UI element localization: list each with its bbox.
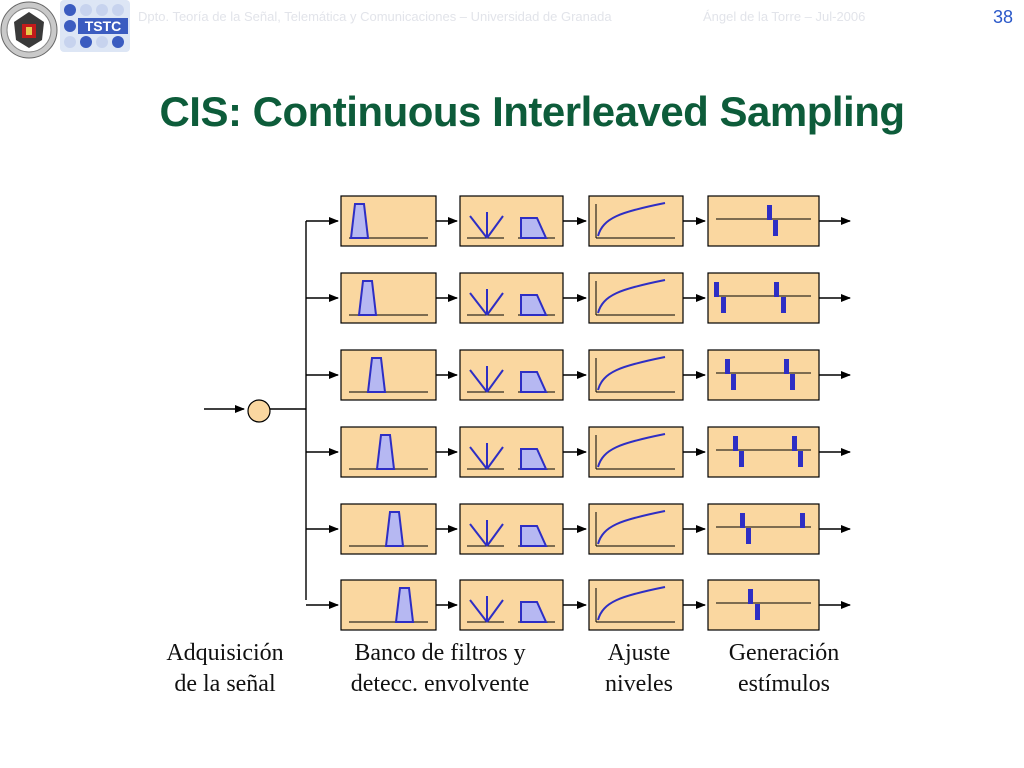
rectifier-symbol	[469, 446, 488, 470]
stimulus-box	[707, 503, 820, 555]
caption-generacion-estimulos: Generación estímulos	[709, 638, 859, 700]
caption-banco-filtros: Banco de filtros y detecc. envolvente	[320, 638, 560, 700]
caption-adquisicion-line1: Adquisición	[166, 640, 284, 666]
university-seal-logo	[0, 0, 58, 60]
rectifier-symbol	[486, 446, 504, 470]
bandpass-filter-shape	[384, 511, 405, 547]
rectifier-symbol	[469, 369, 488, 393]
rectifier-symbol	[469, 523, 488, 547]
bandpass-filter-shape	[349, 203, 370, 239]
tstc-logo-text: TSTC	[85, 18, 122, 34]
lowpass-filter-shape	[520, 217, 548, 239]
compression-curve	[597, 202, 666, 237]
bandpass-filter-shape	[394, 587, 415, 623]
stimulus-pulse	[792, 436, 797, 451]
caption-ajuste-niveles: Ajuste niveles	[579, 638, 699, 700]
stimulus-pulse	[714, 282, 719, 297]
stimulus-pulse	[800, 513, 805, 528]
rectifier-symbol	[469, 292, 488, 316]
compression-curve	[597, 433, 666, 468]
slide-title: CIS: Continuous Interleaved Sampling	[159, 88, 905, 135]
header-department: Dpto. Teoría de la Señal, Telemática y C…	[138, 9, 612, 24]
lowpass-filter-shape	[520, 294, 548, 316]
lowpass-filter-shape	[520, 371, 548, 393]
tstc-logo: TSTC	[60, 0, 130, 52]
stimulus-pulse	[790, 374, 795, 390]
caption-ajuste-niveles-line2: niveles	[605, 671, 673, 697]
stimulus-pulse	[740, 513, 745, 528]
stimulus-box	[707, 195, 820, 247]
stimulus-pulse	[739, 451, 744, 467]
caption-ajuste-niveles-line1: Ajuste	[607, 640, 671, 666]
stimulus-pulse	[748, 589, 753, 604]
stimulus-pulse	[774, 282, 779, 297]
stimulus-box	[707, 579, 820, 631]
lowpass-filter-shape	[520, 448, 548, 470]
compression-curve	[597, 510, 666, 545]
stimulus-pulse	[784, 359, 789, 374]
rectifier-symbol	[486, 599, 504, 623]
stimulus-pulse	[721, 297, 726, 313]
rectifier-symbol	[486, 523, 504, 547]
rectifier-symbol	[469, 215, 488, 239]
page-number: 38	[992, 7, 1013, 27]
stimulus-pulse	[773, 220, 778, 236]
rectifier-symbol	[486, 292, 504, 316]
stimulus-pulse	[798, 451, 803, 467]
bandpass-filter-shape	[357, 280, 378, 316]
rectifier-symbol	[469, 599, 488, 623]
stimulus-pulse	[767, 205, 772, 220]
stimulus-box	[707, 272, 820, 324]
stimulus-pulse	[725, 359, 730, 374]
compression-curve	[597, 279, 666, 314]
stimulus-pulse	[755, 604, 760, 620]
microphone-circle	[247, 399, 271, 423]
caption-adquisicion-line2: de la señal	[174, 671, 276, 697]
lowpass-filter-shape	[520, 525, 548, 547]
stimulus-box	[707, 349, 820, 401]
stimulus-pulse	[731, 374, 736, 390]
compression-curve	[597, 586, 666, 621]
caption-generacion-estimulos-line2: estímulos	[737, 671, 830, 697]
stimulus-pulse	[746, 528, 751, 544]
caption-banco-filtros-line1: Banco de filtros y	[354, 640, 526, 666]
compression-curve	[597, 356, 666, 391]
header-author-date: Ángel de la Torre – Jul-2006	[703, 9, 866, 24]
caption-banco-filtros-line2: detecc. envolvente	[350, 671, 530, 697]
stimulus-pulse	[733, 436, 738, 451]
rectifier-symbol	[486, 215, 504, 239]
bandpass-filter-shape	[375, 434, 396, 470]
stimulus-pulse	[781, 297, 786, 313]
rectifier-symbol	[486, 369, 504, 393]
lowpass-filter-shape	[520, 601, 548, 623]
bandpass-filter-shape	[366, 357, 387, 393]
caption-generacion-estimulos-line1: Generación	[728, 640, 840, 666]
caption-adquisicion: Adquisición de la señal	[145, 638, 305, 700]
